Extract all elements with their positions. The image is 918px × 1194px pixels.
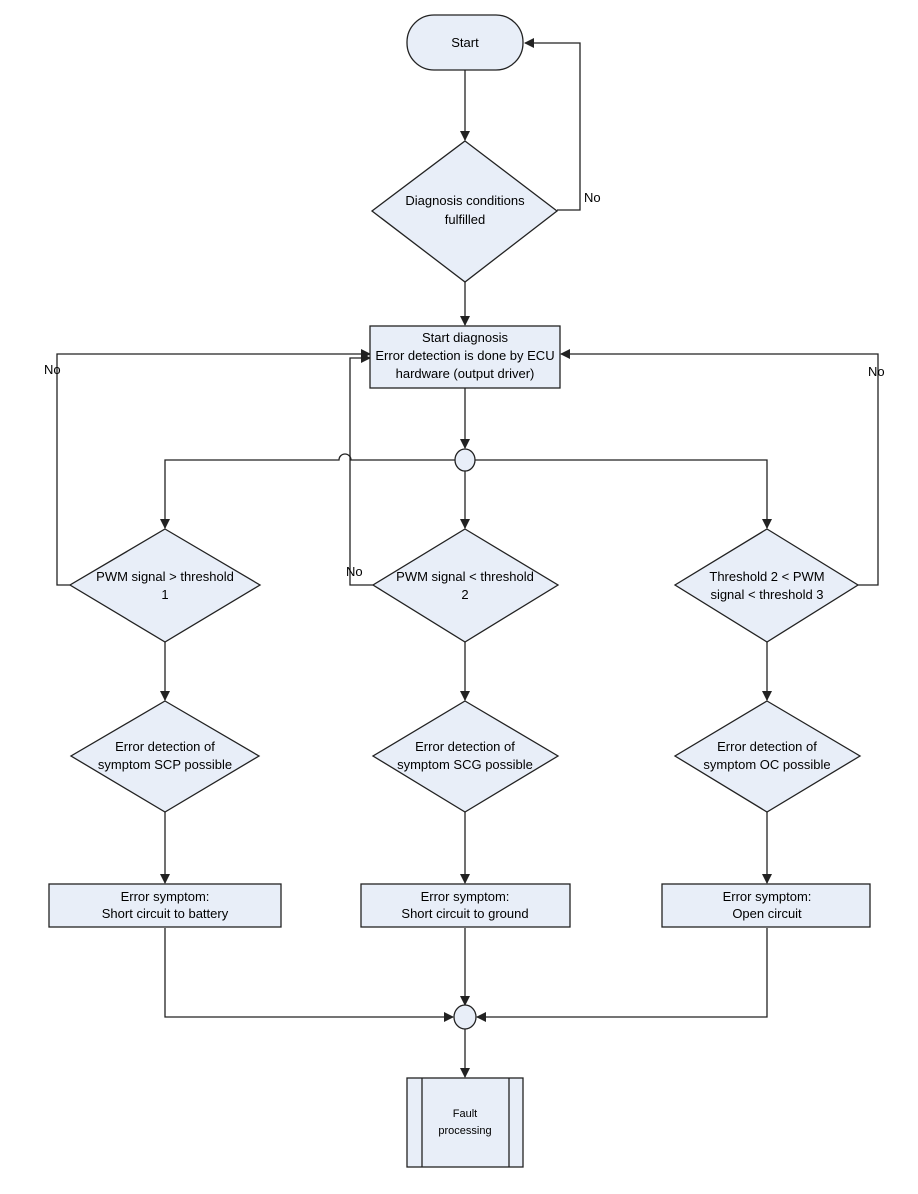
- scp-detection-diamond: [69, 700, 261, 813]
- label-no-left: No: [44, 362, 61, 377]
- fault-processing-node: Fault processing: [406, 1077, 524, 1168]
- symptom-ground-line2: Short circuit to ground: [401, 906, 528, 921]
- oc-detection-node: Error detection of symptom OC possible: [673, 700, 862, 813]
- arrow-open-to-merge: [476, 928, 768, 1022]
- start-diagnosis-box: [369, 325, 561, 389]
- diagnosis-conditions-node: Diagnosis conditions fulfilled: [370, 140, 559, 283]
- symptom-ground-line1: Error symptom:: [421, 889, 510, 904]
- pwm-threshold3-line1: Threshold 2 < PWM: [709, 569, 824, 584]
- symptom-ground-node: Error symptom: Short circuit to ground: [360, 883, 571, 928]
- pwm-threshold3-line2: signal < threshold 3: [710, 587, 823, 602]
- oc-detection-line2: symptom OC possible: [703, 757, 830, 772]
- diagnosis-conditions-line1: Diagnosis conditions: [405, 193, 525, 208]
- connectors: [56, 38, 879, 1078]
- fault-processing-box: [406, 1077, 524, 1168]
- branch-junction-circle: [454, 448, 476, 472]
- oc-detection-diamond: [673, 700, 862, 813]
- label-no-middle: No: [346, 564, 363, 579]
- pwm-threshold1-line2: 1: [161, 587, 168, 602]
- pwm-threshold1-line1: PWM signal > threshold: [96, 569, 234, 584]
- arrow-battery-to-merge: [164, 928, 454, 1022]
- diagnosis-conditions-diamond: [370, 140, 559, 283]
- diagnosis-conditions-line2: fulfilled: [445, 212, 485, 227]
- scp-detection-line2: symptom SCP possible: [98, 757, 232, 772]
- pwm-threshold3-diamond: [673, 528, 860, 643]
- start-diagnosis-line3: hardware (output driver): [396, 366, 535, 381]
- fault-processing-line1: Fault: [453, 1108, 477, 1120]
- symptom-open-line1: Error symptom:: [723, 889, 812, 904]
- start-label: Start: [451, 35, 479, 50]
- oc-detection-line1: Error detection of: [717, 739, 817, 754]
- scg-detection-line1: Error detection of: [415, 739, 515, 754]
- start-node: Start: [406, 14, 524, 71]
- start-terminator: [406, 14, 524, 71]
- scg-detection-line2: symptom SCG possible: [397, 757, 533, 772]
- fault-processing-line2: processing: [438, 1125, 491, 1137]
- arrow-no-loop-middle: [349, 353, 373, 586]
- symptom-battery-line2: Short circuit to battery: [102, 906, 229, 921]
- pwm-threshold2-node: PWM signal < threshold 2: [371, 528, 560, 643]
- scg-detection-node: Error detection of symptom SCG possible: [371, 700, 560, 813]
- arrow-no-loop-right: [560, 349, 879, 586]
- symptom-battery-node: Error symptom: Short circuit to battery: [48, 883, 282, 928]
- scp-detection-node: Error detection of symptom SCP possible: [69, 700, 261, 813]
- scg-detection-diamond: [371, 700, 560, 813]
- arrow-no-loop-start: [524, 38, 581, 211]
- pwm-threshold2-line2: 2: [461, 587, 468, 602]
- merge-junction-circle: [453, 1004, 477, 1030]
- symptom-ground-box: [360, 883, 571, 928]
- scp-detection-line1: Error detection of: [115, 739, 215, 754]
- symptom-open-node: Error symptom: Open circuit: [661, 883, 871, 928]
- branch-right: [475, 459, 772, 529]
- pwm-threshold1-diamond: [68, 528, 262, 643]
- symptom-open-line2: Open circuit: [732, 906, 802, 921]
- label-no-right: No: [868, 364, 885, 379]
- start-diagnosis-node: Start diagnosis Error detection is done …: [369, 325, 561, 389]
- symptom-battery-box: [48, 883, 282, 928]
- arrow-no-loop-left: [56, 349, 371, 586]
- pwm-threshold3-node: Threshold 2 < PWM signal < threshold 3: [673, 528, 860, 643]
- pwm-threshold2-line1: PWM signal < threshold: [396, 569, 534, 584]
- symptom-open-box: [661, 883, 871, 928]
- label-no-start-loop: No: [584, 190, 601, 205]
- pwm-threshold1-node: PWM signal > threshold 1: [68, 528, 262, 643]
- start-diagnosis-line1: Start diagnosis: [422, 330, 508, 345]
- start-diagnosis-line2: Error detection is done by ECU: [375, 348, 554, 363]
- symptom-battery-line1: Error symptom:: [121, 889, 210, 904]
- pwm-threshold2-diamond: [371, 528, 560, 643]
- branch-left: [160, 453, 455, 529]
